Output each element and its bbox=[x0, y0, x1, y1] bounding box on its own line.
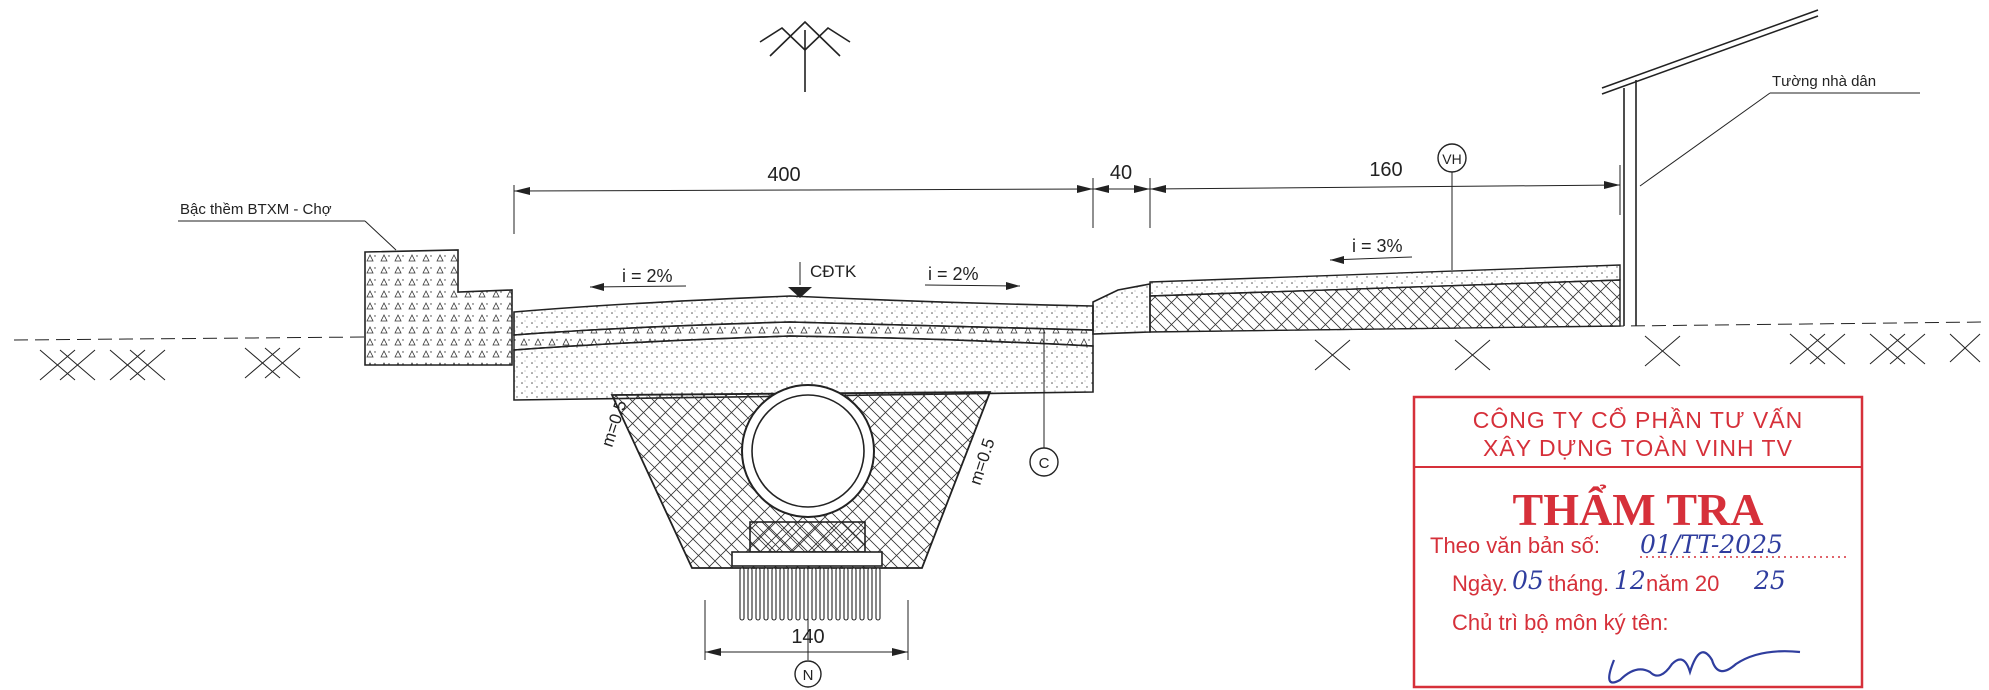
stamp-title: THẨM TRA bbox=[1513, 483, 1764, 535]
timber-pile bbox=[755, 567, 761, 621]
inspection-stamp bbox=[1412, 395, 1864, 689]
timber-pile bbox=[875, 567, 881, 621]
top-dimension-lines bbox=[513, 165, 1621, 234]
sidewalk bbox=[1149, 264, 1621, 333]
stamp-day: 05 bbox=[1512, 566, 1544, 595]
dimension-140: 140 bbox=[791, 626, 824, 648]
timber-pile bbox=[803, 567, 809, 621]
timber-pile bbox=[835, 567, 841, 621]
marker-vh-label: VH bbox=[1442, 151, 1461, 167]
bottom-dimension-140 bbox=[704, 566, 909, 660]
pavement-base-layer bbox=[513, 335, 1094, 401]
marker-n bbox=[794, 660, 822, 688]
timber-pile bbox=[827, 567, 833, 621]
ground-hatch-marks bbox=[39, 333, 1981, 381]
stamp-month: 12 bbox=[1614, 566, 1646, 595]
marker-c-label: C bbox=[1039, 455, 1050, 472]
timber-piles bbox=[739, 567, 881, 621]
stamp-year-suffix: 25 bbox=[1753, 566, 1786, 595]
stamp-signer-line: Chủ trì bộ môn ký tên: bbox=[1452, 610, 1668, 635]
slope-sidewalk-label: i = 3% bbox=[1352, 236, 1403, 256]
callout-wall-label: Tường nhà dân bbox=[1772, 73, 1876, 90]
stamp-company-line1: CÔNG TY CỔ PHẦN TƯ VẤN bbox=[1473, 406, 1803, 433]
dimension-40: 40 bbox=[1110, 162, 1132, 184]
timber-pile bbox=[795, 567, 801, 621]
marker-vh bbox=[1437, 143, 1467, 270]
pipe-bedding-block bbox=[731, 521, 883, 567]
timber-pile bbox=[771, 567, 777, 621]
handwritten-signature bbox=[1608, 650, 1801, 684]
stamp-doc-number: 01/TT-2025 bbox=[1640, 530, 1783, 559]
timber-pile bbox=[819, 567, 825, 621]
callout-leader-step bbox=[178, 220, 397, 251]
slope-right-label: i = 2% bbox=[928, 264, 979, 284]
culvert-pipe bbox=[741, 384, 875, 518]
market-concrete-step bbox=[364, 249, 513, 366]
design-elevation-marker bbox=[788, 262, 812, 298]
north-arrow-icon bbox=[759, 20, 851, 92]
timber-pile bbox=[763, 567, 769, 621]
dimension-160: 160 bbox=[1369, 159, 1402, 181]
stamp-month-word: tháng. bbox=[1548, 571, 1609, 596]
timber-pile bbox=[787, 567, 793, 621]
timber-pile bbox=[779, 567, 785, 621]
stamp-date-prefix: Ngày. bbox=[1452, 571, 1508, 596]
timber-pile bbox=[843, 567, 849, 621]
dimension-400: 400 bbox=[767, 164, 800, 186]
timber-pile bbox=[747, 567, 753, 621]
stamp-doc-prefix: Theo văn bản số: bbox=[1430, 533, 1600, 558]
timber-pile bbox=[867, 567, 873, 621]
marker-c bbox=[1029, 330, 1059, 477]
stamp-year-word: năm 20 bbox=[1646, 571, 1719, 596]
slope-left-label: i = 2% bbox=[622, 266, 673, 286]
timber-pile bbox=[851, 567, 857, 621]
curb bbox=[1092, 283, 1151, 335]
house-wall bbox=[1601, 9, 1819, 326]
design-elevation-label: CĐTK bbox=[810, 262, 857, 281]
stamp-company-line2: XÂY DỰNG TOÀN VINH TV bbox=[1483, 435, 1793, 461]
callout-step-label: Bậc thềm BTXM - Chợ bbox=[180, 201, 332, 218]
timber-pile bbox=[739, 567, 745, 621]
slope-arrows bbox=[589, 256, 1413, 291]
timber-pile bbox=[811, 567, 817, 621]
timber-pile bbox=[859, 567, 865, 621]
callout-leader-wall bbox=[1639, 92, 1920, 187]
marker-n-label: N bbox=[803, 667, 814, 684]
